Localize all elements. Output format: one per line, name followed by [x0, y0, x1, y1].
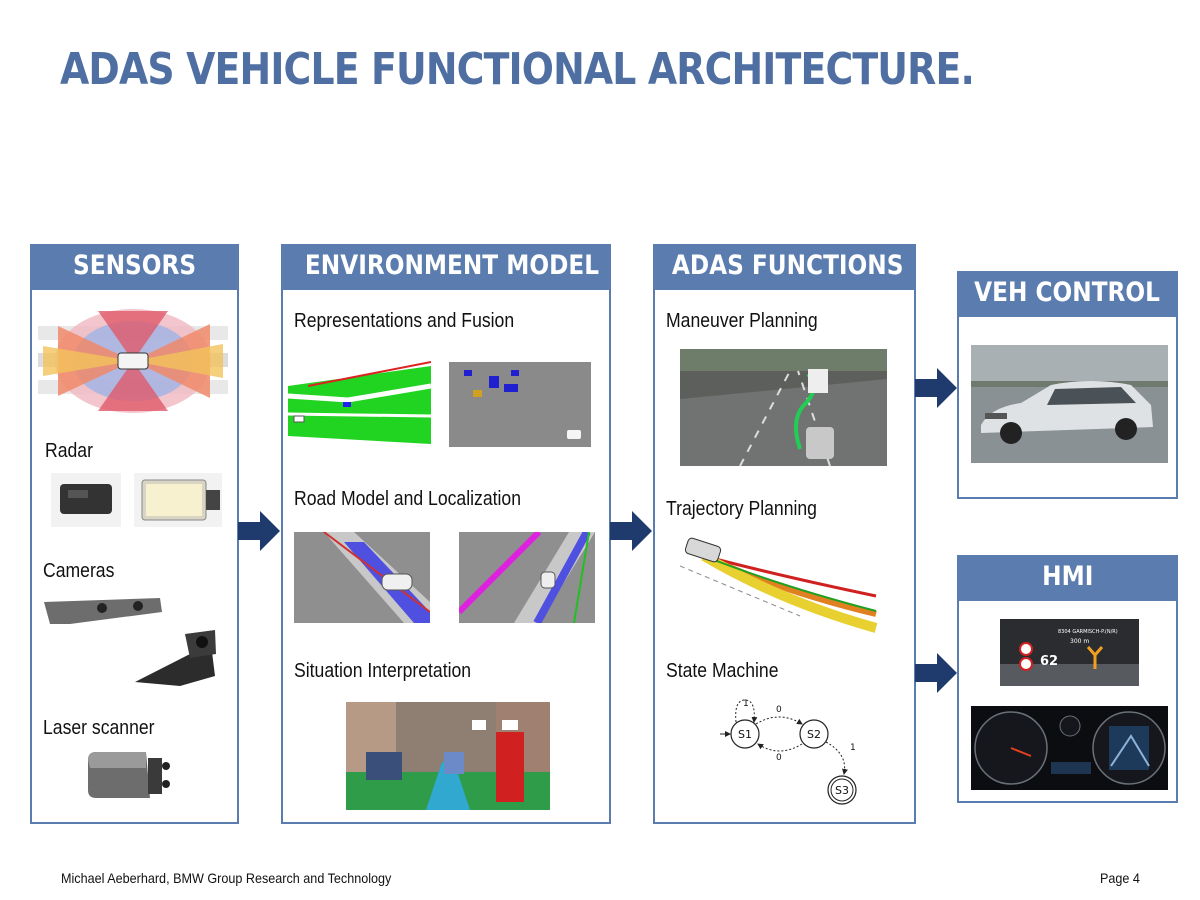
- radar-label: Radar: [45, 440, 93, 462]
- state-machine-diagram: S1 1 S2 0 0 S3 1: [716, 692, 866, 806]
- situation-interpretation-label: Situation Interpretation: [294, 660, 472, 682]
- trajectory-planning-label: Trajectory Planning: [666, 498, 817, 520]
- self-loop-label: 1: [743, 699, 749, 709]
- state-s2-label: S2: [807, 728, 821, 741]
- page-title: ADAS VEHICLE FUNCTIONAL ARCHITECTURE.: [60, 44, 975, 95]
- maneuver-planning-label: Maneuver Planning: [666, 310, 818, 332]
- adas-functions-header: ADAS FUNCTIONS: [653, 244, 916, 290]
- arrow-sensors-to-environment: [238, 511, 280, 551]
- arrow-adas-to-hmi: [915, 653, 957, 693]
- sensors-header: SENSORS: [30, 244, 239, 290]
- laser-scanner-image: [86, 750, 176, 802]
- s2-s3-label: 1: [850, 743, 856, 753]
- cameras-label: Cameras: [43, 560, 115, 582]
- state-machine-label: State Machine: [666, 660, 779, 682]
- radar-coverage-image: [38, 306, 228, 414]
- instrument-cluster-image: [971, 706, 1168, 790]
- vehicle-image: [971, 345, 1168, 463]
- hmi-header: HMI: [957, 555, 1178, 601]
- representations-fusion-label: Representations and Fusion: [294, 310, 515, 332]
- state-s3-node: [827, 775, 857, 805]
- adas-functions-panel: [653, 244, 916, 824]
- state-s1-label: S1: [738, 728, 752, 741]
- state-s3-label: S3: [835, 784, 849, 797]
- state-s1-node: [730, 719, 760, 749]
- hud-speed: 62: [1040, 654, 1058, 669]
- camera-unit-image: [40, 594, 220, 690]
- s1-s2-label: 0: [776, 705, 782, 715]
- state-s2-node: [799, 719, 829, 749]
- radar-unit-image: [50, 472, 222, 528]
- maneuver-planning-image: [680, 349, 887, 466]
- head-up-display-image: 62 8304 GARMISCH-P.(N/R) 300 m: [1000, 619, 1139, 686]
- footer-author: Michael Aeberhard, BMW Group Research an…: [61, 870, 392, 886]
- arrow-environment-to-adas: [610, 511, 652, 551]
- arrow-adas-to-veh-control: [915, 368, 957, 408]
- localization-image: [459, 532, 595, 623]
- laser-scanner-label: Laser scanner: [43, 717, 155, 739]
- fusion-grid-image: [288, 356, 431, 448]
- hud-street: 8304 GARMISCH-P.(N/R): [1058, 629, 1118, 635]
- footer-page-number: Page 4: [1100, 870, 1140, 886]
- trajectory-planning-image: [680, 536, 880, 636]
- situation-interpretation-image: [346, 702, 550, 810]
- veh-control-header: VEH CONTROL: [957, 271, 1178, 317]
- road-model-image: [294, 532, 430, 623]
- fusion-objects-image: [449, 362, 591, 447]
- road-model-label: Road Model and Localization: [294, 488, 521, 510]
- s2-s1-label: 0: [776, 753, 782, 763]
- hud-distance: 300 m: [1070, 638, 1089, 645]
- environment-model-header: ENVIRONMENT MODEL: [281, 244, 611, 290]
